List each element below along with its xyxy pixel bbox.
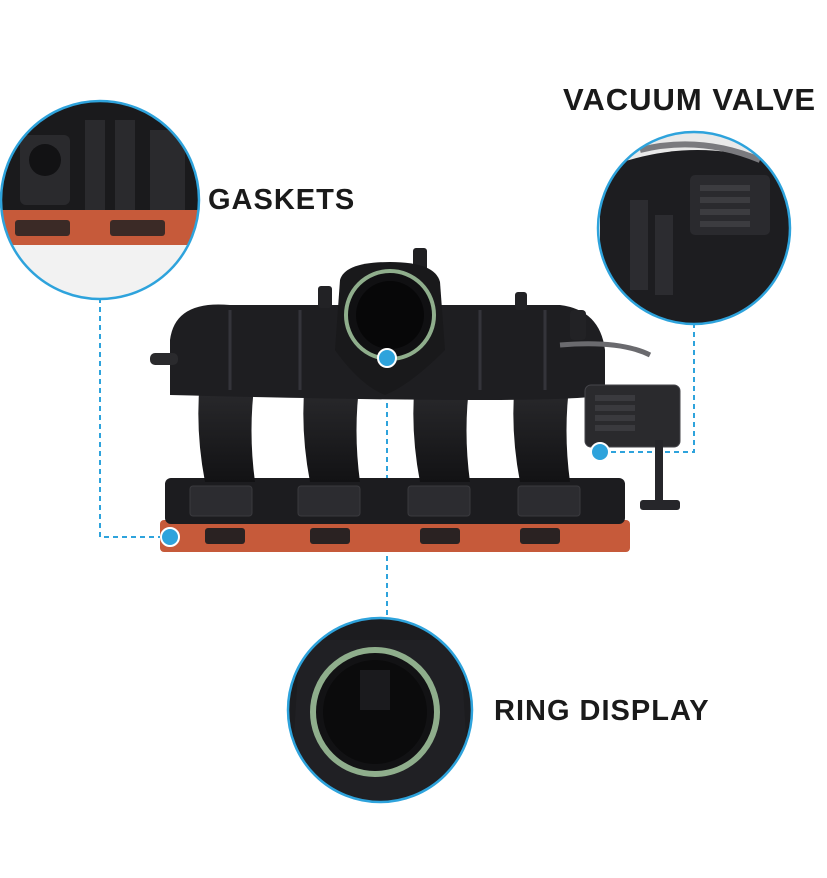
gaskets-zoom-circle [0,99,201,301]
ring-callout-dot [377,348,397,368]
vacuum-connector-line [600,323,695,453]
vacuum-valve-zoom-circle [596,130,792,326]
vacuum-valve-label: VACUUM VALVE [563,82,817,117]
gaskets-label: GASKETS [208,184,356,216]
gasket-flange [160,520,630,552]
gasket-connector-line [99,298,170,538]
ring-display-zoom-circle [286,616,474,804]
callout-dots [160,348,610,547]
vacuum-callout-dot [590,442,610,462]
intake-manifold-body [150,248,681,552]
gasket-callout-dot [160,527,180,547]
mounting-rail [165,478,625,524]
ring-display-label: RING DISPLAY [494,695,710,727]
